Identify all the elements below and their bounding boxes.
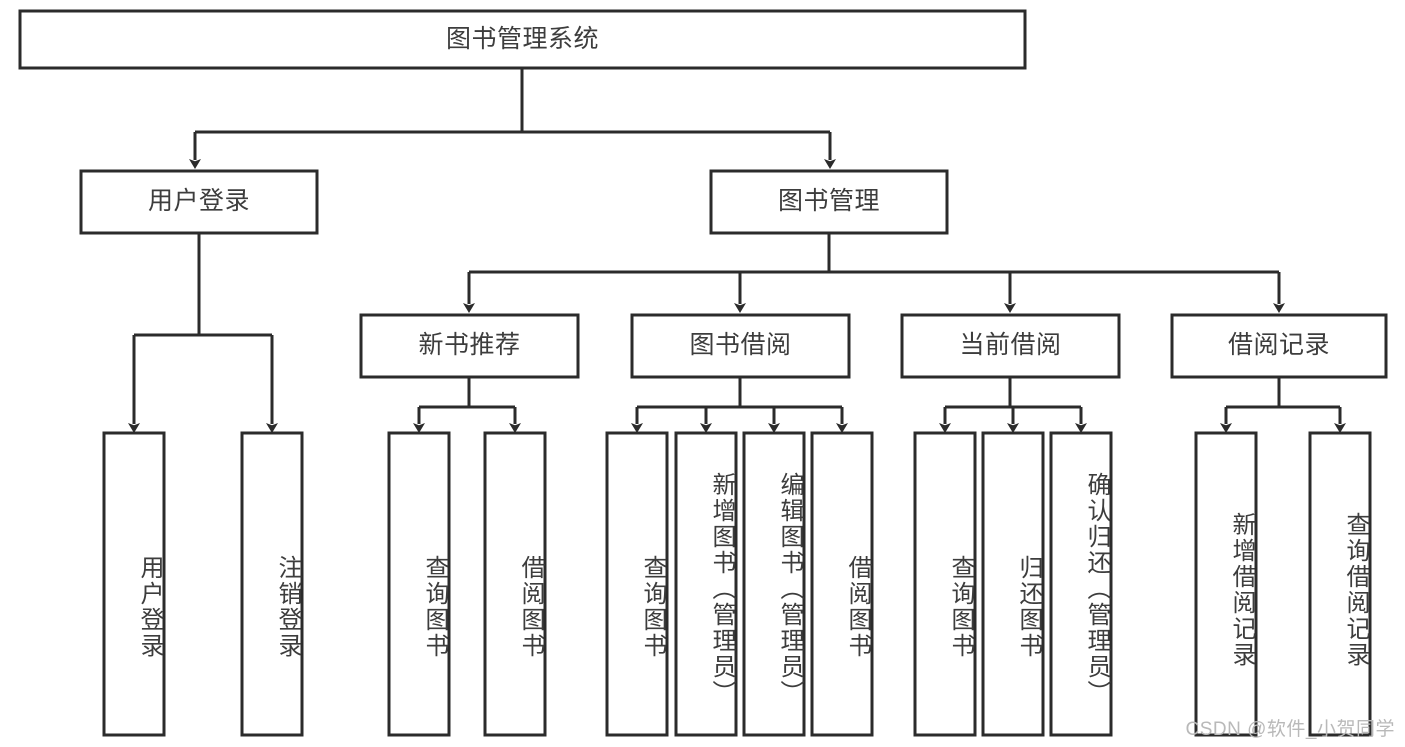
node-box-leaf-borrow-book-recommend[interactable]	[483, 431, 547, 737]
node-box-user-login[interactable]	[79, 169, 319, 235]
connector-book-borrow-bus	[637, 377, 842, 409]
node-box-leaf-add-borrow-record[interactable]	[1194, 431, 1258, 737]
node-box-root[interactable]	[18, 9, 1027, 70]
node-box-leaf-confirm-return[interactable]	[1049, 431, 1113, 737]
node-box-leaf-query-borrow-record[interactable]	[1308, 431, 1372, 737]
connector-user-login-bus	[134, 233, 272, 337]
node-box-book-borrow[interactable]	[630, 313, 851, 379]
node-box-leaf-user-login[interactable]	[102, 431, 166, 737]
connector-root-bus	[195, 68, 830, 134]
watermark-text: CSDN @软件_小贺同学	[1185, 719, 1395, 740]
node-box-new-book-recommend[interactable]	[359, 313, 580, 379]
connector-borrow-record-bus	[1226, 377, 1340, 409]
node-box-leaf-edit-book[interactable]	[742, 431, 806, 737]
connector-book-manage-bus	[469, 233, 1279, 274]
node-box-borrow-record[interactable]	[1170, 313, 1388, 379]
connector-new-book-recommend-bus	[419, 377, 515, 409]
node-box-leaf-query-book-recommend[interactable]	[387, 431, 451, 737]
node-box-leaf-query-book-borrow[interactable]	[605, 431, 669, 737]
node-box-leaf-return-book[interactable]	[981, 431, 1045, 737]
node-box-leaf-query-book-current[interactable]	[913, 431, 977, 737]
node-box-book-manage[interactable]	[709, 169, 949, 235]
node-box-current-borrow[interactable]	[900, 313, 1121, 379]
node-box-leaf-add-book[interactable]	[674, 431, 738, 737]
connector-current-borrow-bus	[945, 377, 1081, 409]
node-box-leaf-user-logout[interactable]	[240, 431, 304, 737]
node-box-leaf-borrow-book[interactable]	[810, 431, 874, 737]
